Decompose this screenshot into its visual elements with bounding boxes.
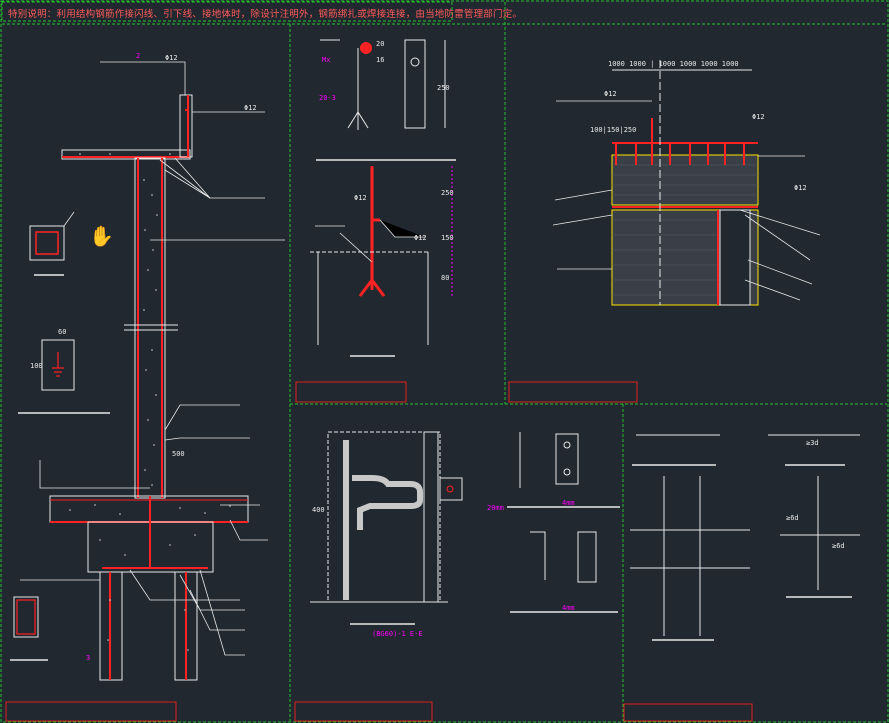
label-dim100: 100: [30, 362, 43, 370]
label-dim-6d-a: ≥6d: [786, 514, 799, 522]
label-mag-a: Mx: [322, 56, 330, 64]
right-top-drawing: [552, 60, 821, 306]
label-phi12-f: Φ12: [752, 113, 765, 121]
label-mag-b: 20-3: [319, 94, 336, 102]
label-mag-e: 20mm: [487, 504, 504, 512]
label-mag-c: 4mm: [562, 499, 575, 507]
label-dim60: 60: [58, 328, 66, 336]
mid-bottom-drawing: [310, 431, 620, 625]
label-dim80: 80: [441, 274, 449, 282]
label-dim20: 20: [376, 40, 384, 48]
label-dim16: 16: [376, 56, 384, 64]
ground-symbol-icon: [52, 352, 64, 377]
label-phi12-e: Φ12: [604, 90, 617, 98]
label-phi12-c: Φ12: [354, 194, 367, 202]
right-bottom-drawing: [630, 434, 860, 641]
label-dim-3d: ≥3d: [806, 439, 819, 447]
label-phi12-d: Φ12: [414, 234, 427, 242]
label-section: (BG60)-1 E-E: [372, 630, 423, 638]
title-boxes: [5, 381, 753, 722]
left-detail-drawing: [10, 61, 285, 681]
label-dim250b: 250: [441, 189, 454, 197]
label-mark-3: 3: [86, 654, 90, 662]
concrete-hatching: [69, 153, 231, 651]
hand-cursor-icon[interactable]: ✋: [89, 224, 114, 248]
label-dim-left-stack: 100|150|250: [590, 126, 636, 134]
label-dim500: 500: [172, 450, 185, 458]
label-dims-row: 1000 1000 | 1000 1000 1000 1000: [608, 60, 739, 68]
label-phi12-g: Φ12: [794, 184, 807, 192]
label-mag-d: 4mm: [562, 604, 575, 612]
label-mark-2: 2: [136, 52, 140, 60]
special-note: 特别说明：利用结构钢筋作接闪线、引下线、接地体时，除设计注明外，钢筋绑扎或焊接连…: [8, 9, 523, 20]
mid-top-drawing: [310, 39, 456, 357]
label-dim150: 150: [441, 234, 454, 242]
label-phi12-a: Φ12: [165, 54, 178, 62]
label-dim250a: 250: [437, 84, 450, 92]
label-dim-6d-b: ≥6d: [832, 542, 845, 550]
label-phi12-b: Φ12: [244, 104, 257, 112]
label-dim-400: 400: [312, 506, 325, 514]
